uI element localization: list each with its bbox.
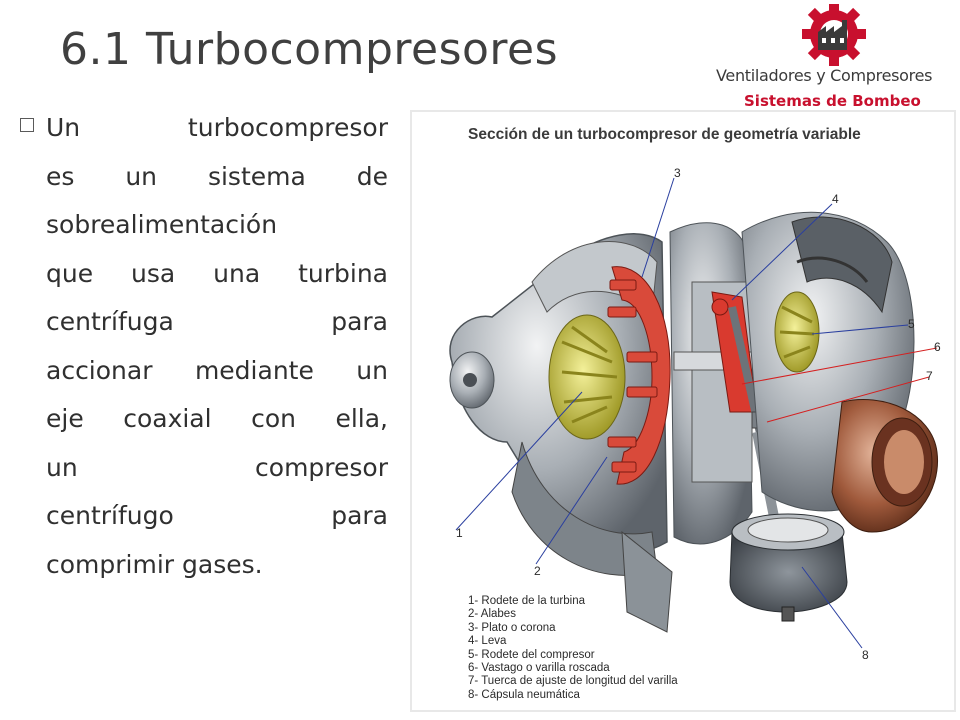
legend-item: 8- Cápsula neumática — [468, 688, 580, 701]
bullet-square-icon — [20, 118, 34, 132]
callout-8: 8 — [862, 648, 869, 662]
company-logo: Ventiladores y Compresores Sistemas de B… — [706, 2, 954, 116]
figure-legend: 1- Rodete de la turbina 2- Alabes 3- Pla… — [468, 595, 678, 702]
bearing-housing — [669, 222, 785, 545]
paragraph-line: un compresor — [46, 452, 388, 482]
legend-item: 7- Tuerca de ajuste de longitud del vari… — [468, 675, 678, 688]
callout-3: 3 — [674, 166, 681, 180]
paragraph-line: comprimir gases. — [46, 549, 263, 579]
callout-4: 4 — [832, 192, 839, 206]
logo-text-secondary: Sistemas de Bombeo — [744, 92, 921, 110]
paragraph-line: eje coaxial con ella, — [46, 404, 388, 433]
turbine-wheel — [548, 314, 626, 440]
callout-5: 5 — [908, 317, 915, 331]
paragraph-line: que usa una turbina — [46, 258, 388, 288]
callout-leaders — [455, 177, 938, 649]
legend-item: 5- Rodete del compresor — [468, 648, 595, 661]
compressor-wheel — [774, 291, 820, 373]
legend-item: 3- Plato o corona — [468, 621, 556, 634]
callout-6: 6 — [934, 340, 941, 354]
legend-item: 6- Vastago o varilla roscada — [468, 662, 610, 675]
turbocharger-cutaway-illustration — [449, 177, 939, 649]
turbocharger-figure: Sección de un turbocompresor de geometrí… — [410, 110, 956, 712]
callout-2: 2 — [534, 564, 541, 578]
legend-item: 4- Leva — [468, 635, 507, 648]
paragraph-line: centrífugo para — [46, 501, 388, 530]
compressor-outlet — [831, 398, 939, 533]
figure-title: Sección de un turbocompresor de geometrí… — [468, 126, 861, 143]
legend-item: 2- Alabes — [468, 608, 516, 621]
paragraph-line: accionar mediante un — [46, 355, 388, 385]
paragraph-line: Un turbocompresor — [46, 113, 388, 142]
slide-title: 6.1 Turbocompresores — [60, 24, 559, 75]
callout-7: 7 — [926, 369, 933, 383]
bullet-paragraph: Un turbocompresor es un sistema de sobre… — [46, 104, 388, 589]
callout-1: 1 — [456, 526, 463, 540]
legend-item: 1- Rodete de la turbina — [468, 595, 585, 607]
paragraph-line: sobrealimentación — [46, 210, 278, 239]
logo-text-primary: Ventiladores y Compresores — [716, 66, 933, 85]
gear-factory-icon — [802, 2, 866, 66]
nozzle-ring — [607, 266, 671, 485]
paragraph-line: es un sistema de — [46, 161, 388, 191]
pneumatic-capsule — [729, 513, 848, 622]
paragraph-line: centrífuga para — [46, 307, 388, 336]
